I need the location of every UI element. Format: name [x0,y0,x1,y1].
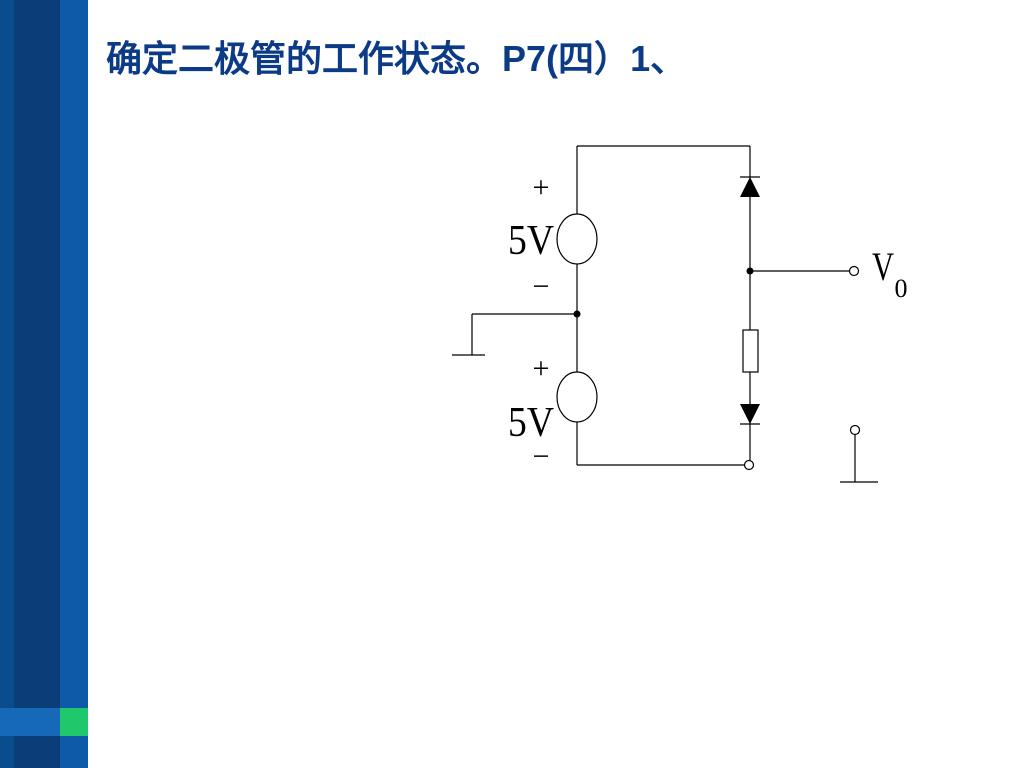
source-bottom-value: 5V [508,400,554,446]
title-ref: P7( [502,38,559,79]
source-top-minus: − [533,270,550,303]
voltage-source-bottom [556,371,598,423]
resistor [742,329,759,373]
sidebar-stripe [60,0,88,768]
source-bottom-plus: + [533,352,550,385]
sidebar-blue-square [0,708,60,736]
source-bottom-minus: − [533,440,550,473]
title-num: 1、 [630,38,687,79]
diode-bottom [740,404,760,424]
title-cn2: 四） [558,38,631,80]
output-subscript: 0 [895,274,908,303]
sidebar-decoration [0,0,88,768]
diode-top [740,177,760,197]
junction-dot [746,267,754,275]
sidebar-stripe [14,0,60,768]
sidebar-stripe [0,0,14,768]
junction-dot [573,310,581,318]
output-label: V [872,244,894,289]
sidebar-green-square [60,708,88,736]
source-top-plus: + [533,171,550,204]
slide-title: 确定二极管的工作状态。P7(四）1、 [106,30,686,82]
title-cn: 确定二极管的工作状态。 [106,38,503,80]
output-terminal [848,265,860,277]
bottom-terminal [743,459,755,471]
voltage-source-top [556,213,598,265]
reference-terminal [849,424,861,436]
source-top-value: 5V [508,218,554,264]
